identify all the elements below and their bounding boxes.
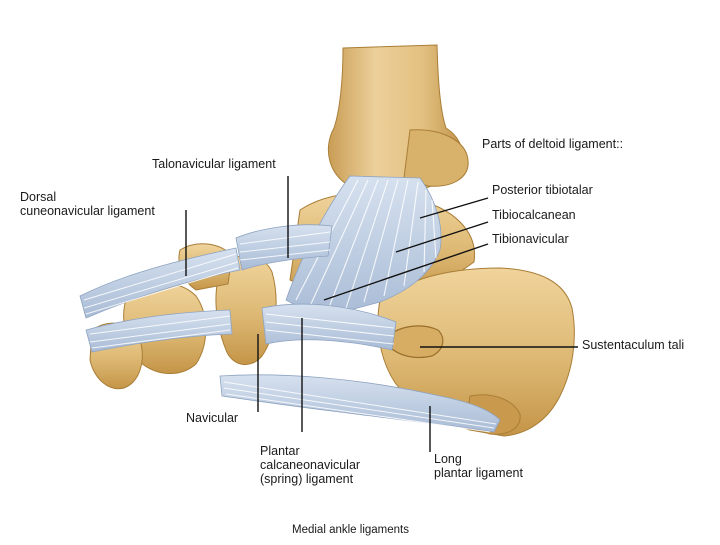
label-long-line1: Long bbox=[434, 452, 462, 466]
label-deltoid-parts-header: Parts of deltoid ligament:: bbox=[482, 137, 624, 151]
leader-tibiocalcanean bbox=[395, 221, 489, 253]
label-plantar-line1: Plantar bbox=[260, 444, 300, 458]
label-long-line2: plantar ligament bbox=[434, 466, 523, 480]
leader-posterior-tibiotalar bbox=[419, 197, 489, 219]
label-dorsal-line2: cuneonavicular ligament bbox=[20, 204, 155, 218]
spring-fibers bbox=[265, 313, 395, 345]
label-dorsal-line1: Dorsal bbox=[20, 190, 57, 204]
label-tibiocalcanean: Tibiocalcanean bbox=[492, 208, 576, 222]
plantar-forefoot-fibers bbox=[89, 315, 231, 349]
leader-lines bbox=[185, 176, 578, 452]
label-talonavicular-ligament: Talonavicular ligament bbox=[152, 157, 276, 171]
label-tibionavicular: Tibionavicular bbox=[492, 232, 569, 246]
label-navicular: Navicular bbox=[186, 411, 239, 425]
talonavicular-fibers bbox=[239, 231, 331, 261]
sustentaculum-tali bbox=[383, 325, 444, 359]
label-sustentaculum-tali: Sustentaculum tali bbox=[582, 338, 685, 352]
medial-malleolus bbox=[403, 129, 469, 187]
label-plantar-line2: calcaneonavicular bbox=[260, 458, 361, 472]
leader-tibionavicular bbox=[323, 243, 489, 301]
dorsal-fibers bbox=[83, 253, 239, 315]
long-plantar-fibers bbox=[223, 381, 497, 433]
figure-caption: Medial ankle ligaments bbox=[292, 524, 409, 536]
spring-ligament-band bbox=[261, 303, 397, 351]
label-plantar-line3: (spring) ligament bbox=[260, 472, 354, 486]
dorsal-cuneonavicular-band bbox=[79, 247, 241, 319]
label-posterior-tibiotalar: Posterior tibiotalar bbox=[492, 183, 593, 197]
